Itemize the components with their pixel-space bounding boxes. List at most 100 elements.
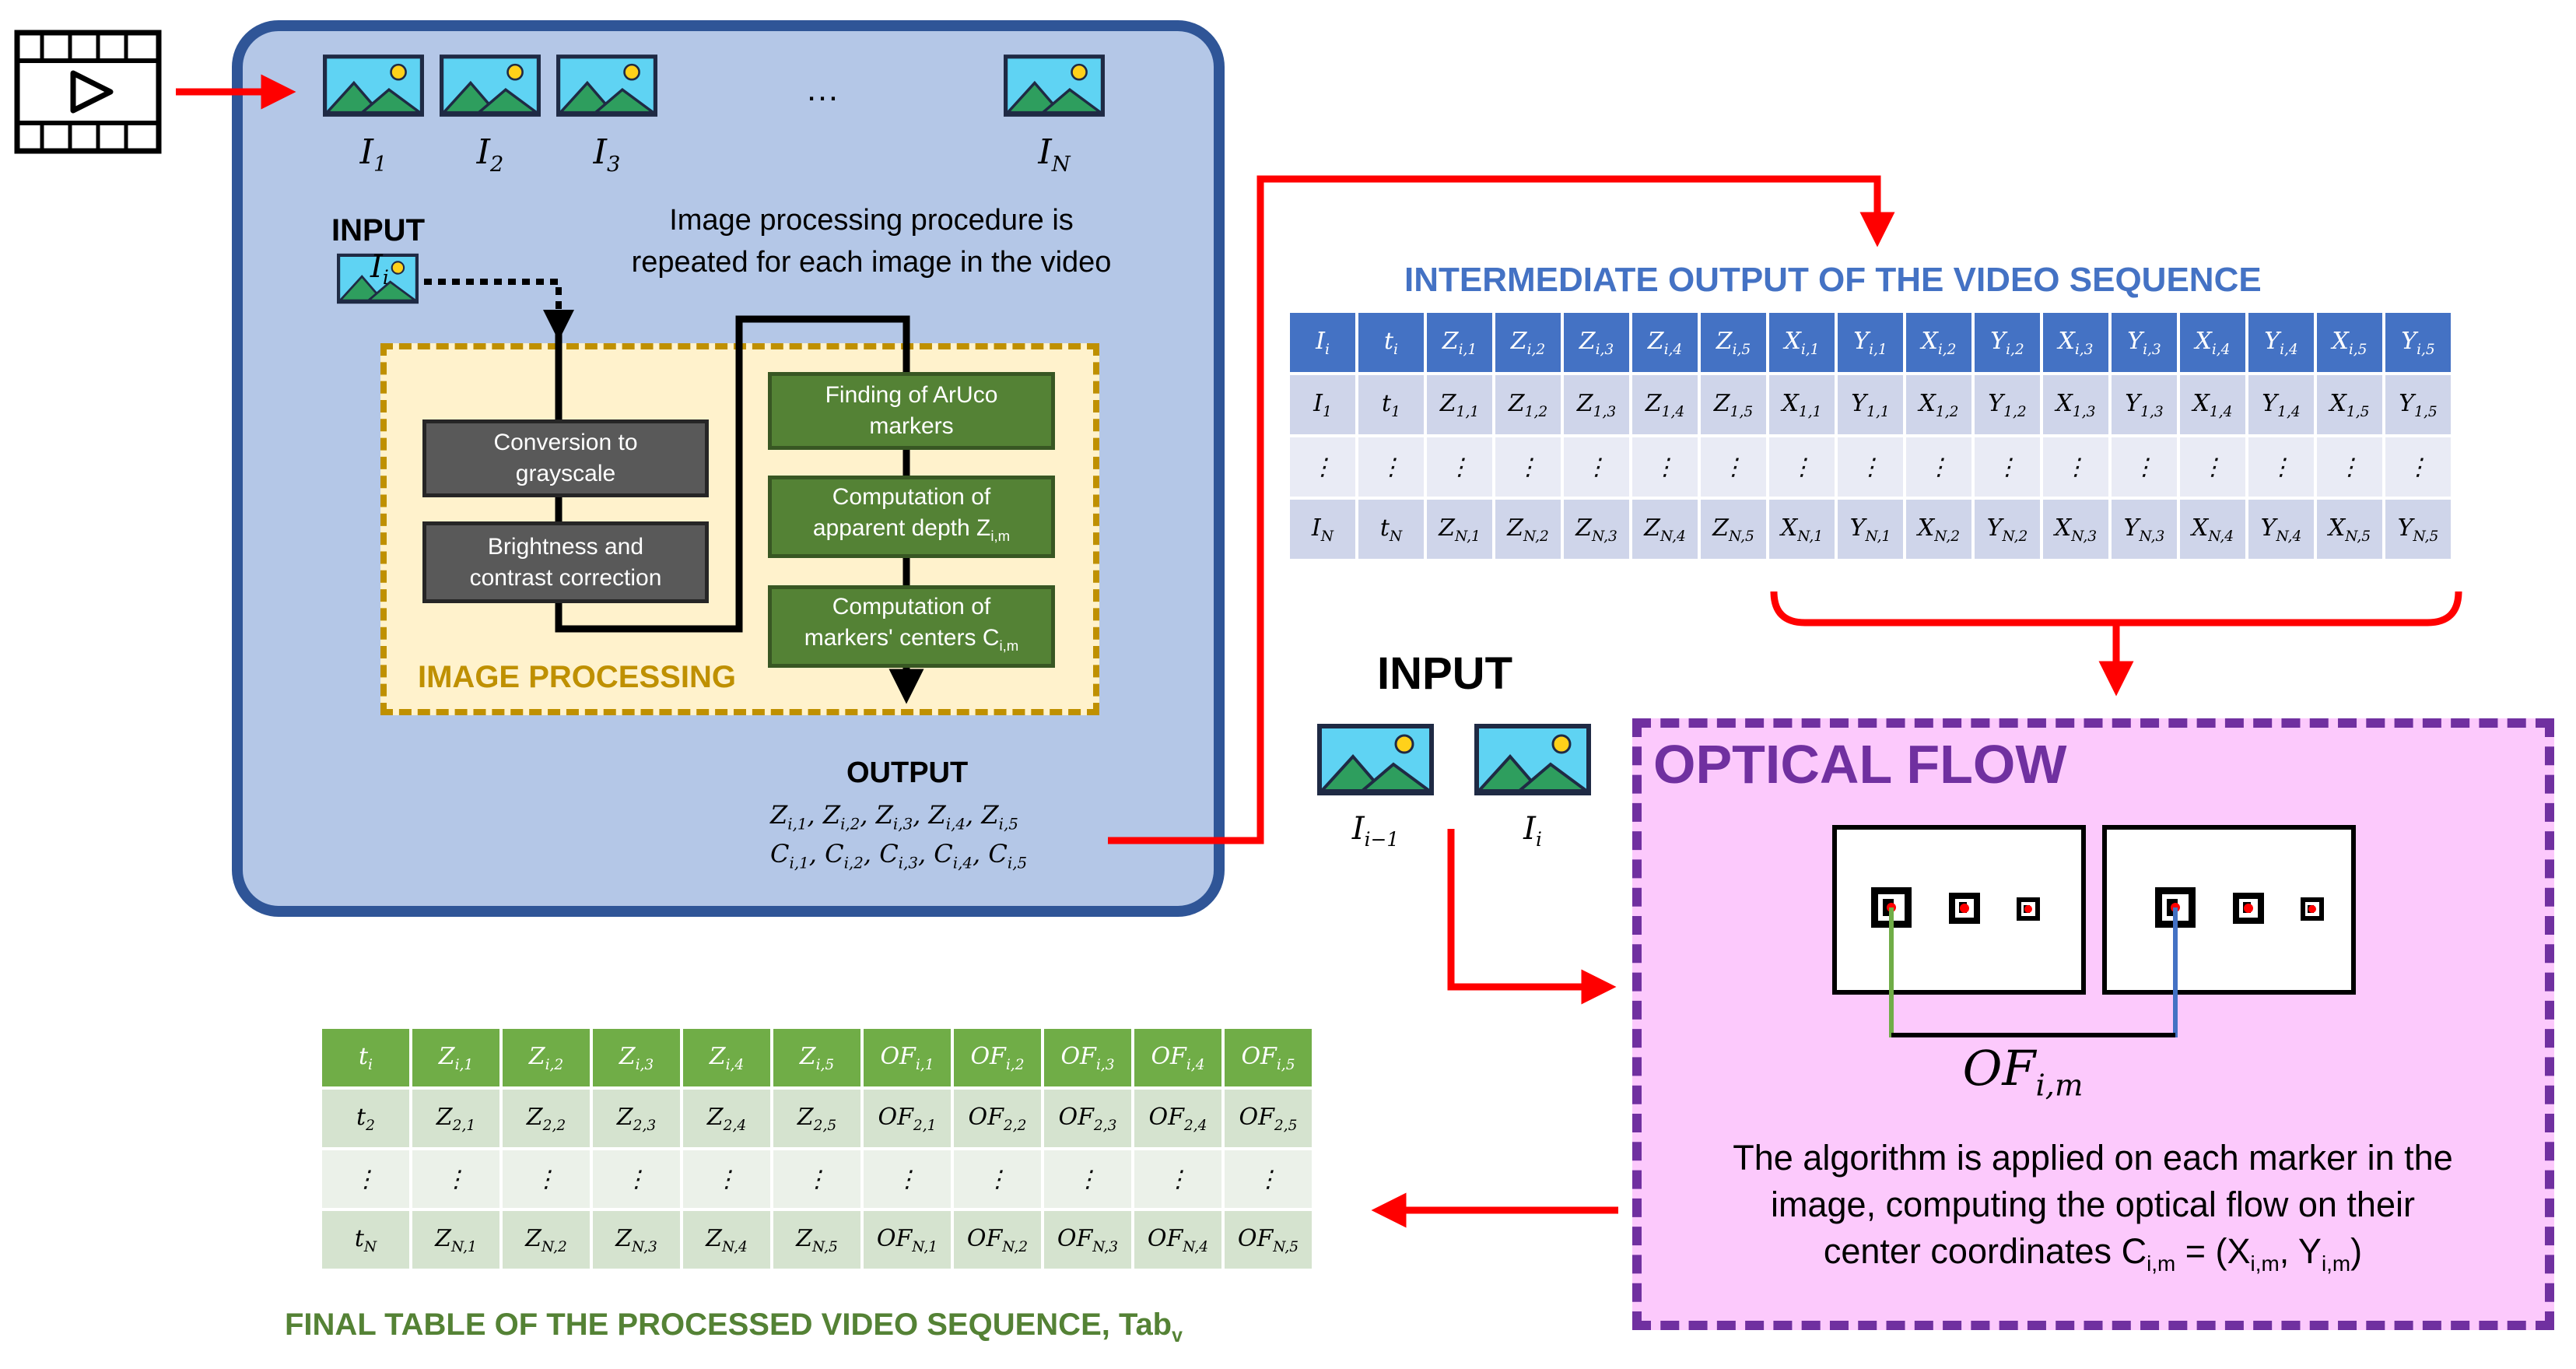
optical-flow-input-label: INPUT xyxy=(1377,648,1512,699)
table-cell: ZN,4 xyxy=(1632,500,1698,559)
table-cell: XN,1 xyxy=(1769,500,1835,559)
marker-frames-illustration xyxy=(1832,825,2356,1037)
table-cell: Xi,1 xyxy=(1769,313,1835,372)
table-cell: Ii xyxy=(1290,313,1355,372)
table-cell: OFN,2 xyxy=(954,1211,1041,1269)
output-centers: Ci,1, Ci,2, Ci,3, Ci,4, Ci,5 xyxy=(770,839,1028,872)
table-cell: ⋮ xyxy=(593,1150,680,1208)
table-cell: Zi,1 xyxy=(412,1029,499,1086)
table-cell: Z2,4 xyxy=(683,1090,770,1147)
table-cell: YN,2 xyxy=(1975,500,2040,559)
table-cell: YN,1 xyxy=(1838,500,1903,559)
table-cell: OFi,5 xyxy=(1225,1029,1312,1086)
table-cell: ZN,1 xyxy=(1427,500,1492,559)
table-cell: YN,5 xyxy=(2385,500,2451,559)
current-frame-label: Ii xyxy=(1523,811,1542,851)
table-cell: I1 xyxy=(1290,375,1355,434)
table-cell: ⋮ xyxy=(1906,437,1971,497)
table-cell: Xi,5 xyxy=(2317,313,2382,372)
table-cell: ⋮ xyxy=(1358,437,1424,497)
table-cell: Y1,4 xyxy=(2248,375,2314,434)
table-cell: Zi,4 xyxy=(1632,313,1698,372)
table-cell: Z2,2 xyxy=(503,1090,590,1147)
table-cell: Z2,5 xyxy=(773,1090,860,1147)
table-cell: Zi,3 xyxy=(593,1029,680,1086)
table-cell: X1,1 xyxy=(1769,375,1835,434)
table-cell: Xi,4 xyxy=(2180,313,2245,372)
table-cell: X1,5 xyxy=(2317,375,2382,434)
input-label: INPUT xyxy=(331,213,425,247)
table-cell: Y1,1 xyxy=(1838,375,1903,434)
table-cell: Z2,3 xyxy=(593,1090,680,1147)
repeat-note-line: Image processing procedure is xyxy=(669,204,1074,237)
frame-label-1: I1 xyxy=(359,132,387,177)
table-bracket-arrow xyxy=(1770,591,2462,679)
frame-label-2: I2 xyxy=(476,132,504,177)
table-cell: Xi,2 xyxy=(1906,313,1971,372)
table-cell: OF2,5 xyxy=(1225,1090,1312,1147)
table-cell: tN xyxy=(1358,500,1424,559)
table-cell: OF2,2 xyxy=(954,1090,1041,1147)
optical-flow-description-line: image, computing the optical flow on the… xyxy=(1771,1185,2415,1224)
table-cell: Z1,5 xyxy=(1701,375,1766,434)
table-cell: ⋮ xyxy=(1225,1150,1312,1208)
table-cell: X1,4 xyxy=(2180,375,2245,434)
table-cell: ⋮ xyxy=(954,1150,1041,1208)
table-cell: Z1,1 xyxy=(1427,375,1492,434)
current-frame-icon xyxy=(1474,716,1591,803)
table-cell: OF2,1 xyxy=(864,1090,951,1147)
table-cell: ⋮ xyxy=(864,1150,951,1208)
video-icon xyxy=(14,30,162,154)
table-row: ⋮⋮⋮⋮⋮⋮⋮⋮⋮⋮⋮ xyxy=(322,1150,1312,1208)
table-cell: ⋮ xyxy=(503,1150,590,1208)
table-cell: Y1,5 xyxy=(2385,375,2451,434)
table-cell: ⋮ xyxy=(2180,437,2245,497)
table-cell: ⋮ xyxy=(1769,437,1835,497)
table-cell: Z2,1 xyxy=(412,1090,499,1147)
table-cell: OFi,2 xyxy=(954,1029,1041,1086)
table-cell: OF2,3 xyxy=(1044,1090,1131,1147)
table-cell: XN,5 xyxy=(2317,500,2382,559)
frames-ellipsis: … xyxy=(805,70,839,108)
frame-image-icon xyxy=(1004,50,1105,121)
table-cell: ⋮ xyxy=(1495,437,1561,497)
optical-flow-box xyxy=(1632,718,2554,1330)
table-cell: ⋮ xyxy=(2043,437,2108,497)
table-row: ⋮⋮⋮⋮⋮⋮⋮⋮⋮⋮⋮⋮⋮⋮⋮⋮⋮ xyxy=(1290,437,2451,497)
previous-frame-label: Ii−1 xyxy=(1351,811,1400,851)
input-image-label: Ii xyxy=(370,249,389,289)
table-cell: Zi,5 xyxy=(773,1029,860,1086)
table-cell: ⋮ xyxy=(322,1150,409,1208)
table-cell: ZN,5 xyxy=(773,1211,860,1269)
table-cell: tN xyxy=(322,1211,409,1269)
table-cell: Yi,3 xyxy=(2112,313,2177,372)
table-cell: ⋮ xyxy=(1290,437,1355,497)
table-cell: OFi,3 xyxy=(1044,1029,1131,1086)
table-cell: OFN,4 xyxy=(1134,1211,1221,1269)
table-cell: ⋮ xyxy=(2112,437,2177,497)
table-cell: Zi,2 xyxy=(1495,313,1561,372)
table-cell: XN,4 xyxy=(2180,500,2245,559)
table-cell: XN,2 xyxy=(1906,500,1971,559)
table-cell: ⋮ xyxy=(773,1150,860,1208)
table-cell: OF2,4 xyxy=(1134,1090,1221,1147)
frame-image-icon xyxy=(323,50,424,121)
output-label: OUTPUT xyxy=(846,756,969,789)
optical-flow-description-line: center coordinates Ci,m = (Xi,m, Yi,m) xyxy=(1823,1231,2363,1276)
table-cell: XN,3 xyxy=(2043,500,2108,559)
table-cell: ⋮ xyxy=(1632,437,1698,497)
table-cell: ZN,2 xyxy=(1495,500,1561,559)
input-dotted-arrow xyxy=(424,279,574,341)
table-cell: ⋮ xyxy=(1134,1150,1221,1208)
table-cell: Yi,5 xyxy=(2385,313,2451,372)
table-cell: Zi,4 xyxy=(683,1029,770,1086)
table-cell: ZN,1 xyxy=(412,1211,499,1269)
frame-label-n: IN xyxy=(1038,132,1071,177)
table-cell: ⋮ xyxy=(1044,1150,1131,1208)
